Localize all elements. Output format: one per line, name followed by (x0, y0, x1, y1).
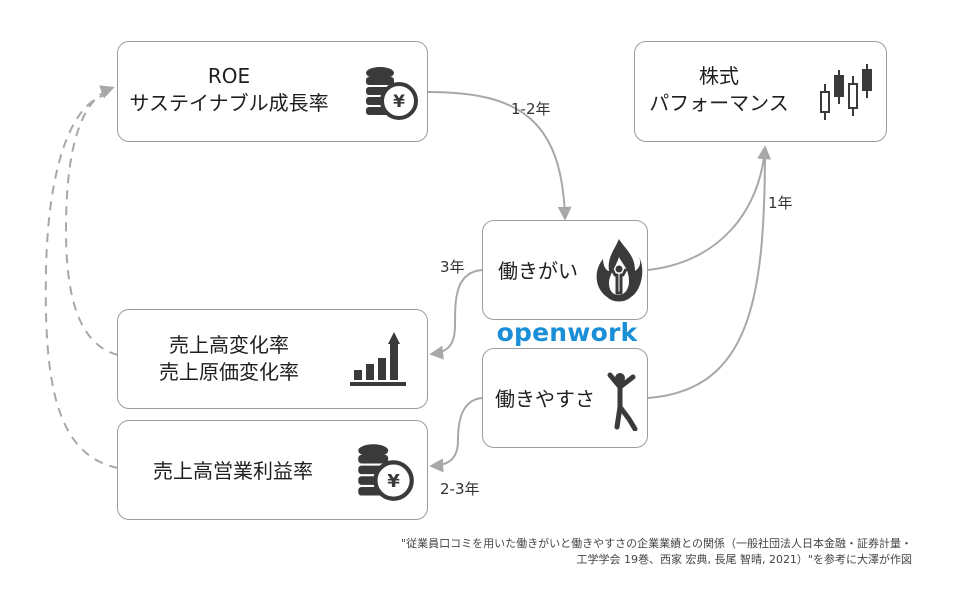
candlestick-chart-icon (820, 64, 872, 120)
dashed-feedback-margin-to-roe (44, 94, 119, 469)
node-stock-line1: 株式 (699, 64, 739, 88)
edge-label-roe-to-hatarakigai: 1-2年 (511, 100, 551, 118)
arrow-hatarakigai-to-sales (429, 269, 483, 360)
arrow-hatarakiyasusa-to-margin (429, 397, 483, 473)
node-sales-change-line1: 売上高変化率 (169, 333, 289, 357)
node-hatarakiyasusa: 働きやすさ (482, 348, 648, 448)
node-roe-line2: サステイナブル成長率 (129, 91, 329, 115)
arrow-hatarakiyasusa-to-stock (647, 147, 766, 399)
citation: "従業員口コミを用いた働きがいと働きやすさの企業業績との関係（一般社団法人日本金… (401, 536, 912, 568)
node-sales-change-line2: 売上原価変化率 (159, 360, 299, 384)
fire-person-icon (596, 239, 643, 302)
svg-text:¥: ¥ (393, 92, 405, 112)
svg-text:¥: ¥ (387, 471, 400, 492)
node-op-margin-line1: 売上高営業利益率 (153, 459, 313, 483)
node-roe-line1: ROE (207, 64, 251, 88)
relaxed-person-icon (607, 372, 638, 431)
edge-label-hatarakigai-to-sales: 3年 (440, 258, 465, 276)
openwork-logo: openwork (496, 318, 638, 347)
node-sales-change: 売上高変化率 売上原価変化率 (117, 309, 428, 409)
node-stock: 株式 パフォーマンス (634, 41, 887, 142)
dashed-feedback-sales-to-roe (64, 85, 119, 356)
arrow-roe-to-hatarakigai (427, 91, 572, 221)
citation-line1: "従業員口コミを用いた働きがいと働きやすさの企業業績との関係（一般社団法人日本金… (401, 537, 912, 550)
citation-line2: 工学学会 19巻、西家 宏典, 長尾 智晴, 2021）"を参考に大澤が作図 (576, 553, 912, 566)
coin-yen-icon: ¥ (358, 444, 414, 501)
coin-yen-icon: ¥ (366, 67, 418, 120)
node-op-margin: 売上高営業利益率 ¥ (117, 420, 428, 520)
node-roe: ROE サステイナブル成長率 ¥ (117, 41, 428, 142)
bar-growth-icon (350, 332, 406, 386)
edge-label-to-stock: 1年 (768, 194, 793, 212)
edge-label-yasusa-to-margin: 2-3年 (440, 480, 480, 498)
arrow-hatarakigai-to-stock (647, 145, 772, 271)
node-hatarakigai-line1: 働きがい (498, 259, 578, 283)
node-stock-line2: パフォーマンス (649, 91, 789, 115)
node-hatarakigai: 働きがい (482, 220, 648, 320)
node-hatarakiyasusa-line1: 働きやすさ (495, 387, 595, 411)
